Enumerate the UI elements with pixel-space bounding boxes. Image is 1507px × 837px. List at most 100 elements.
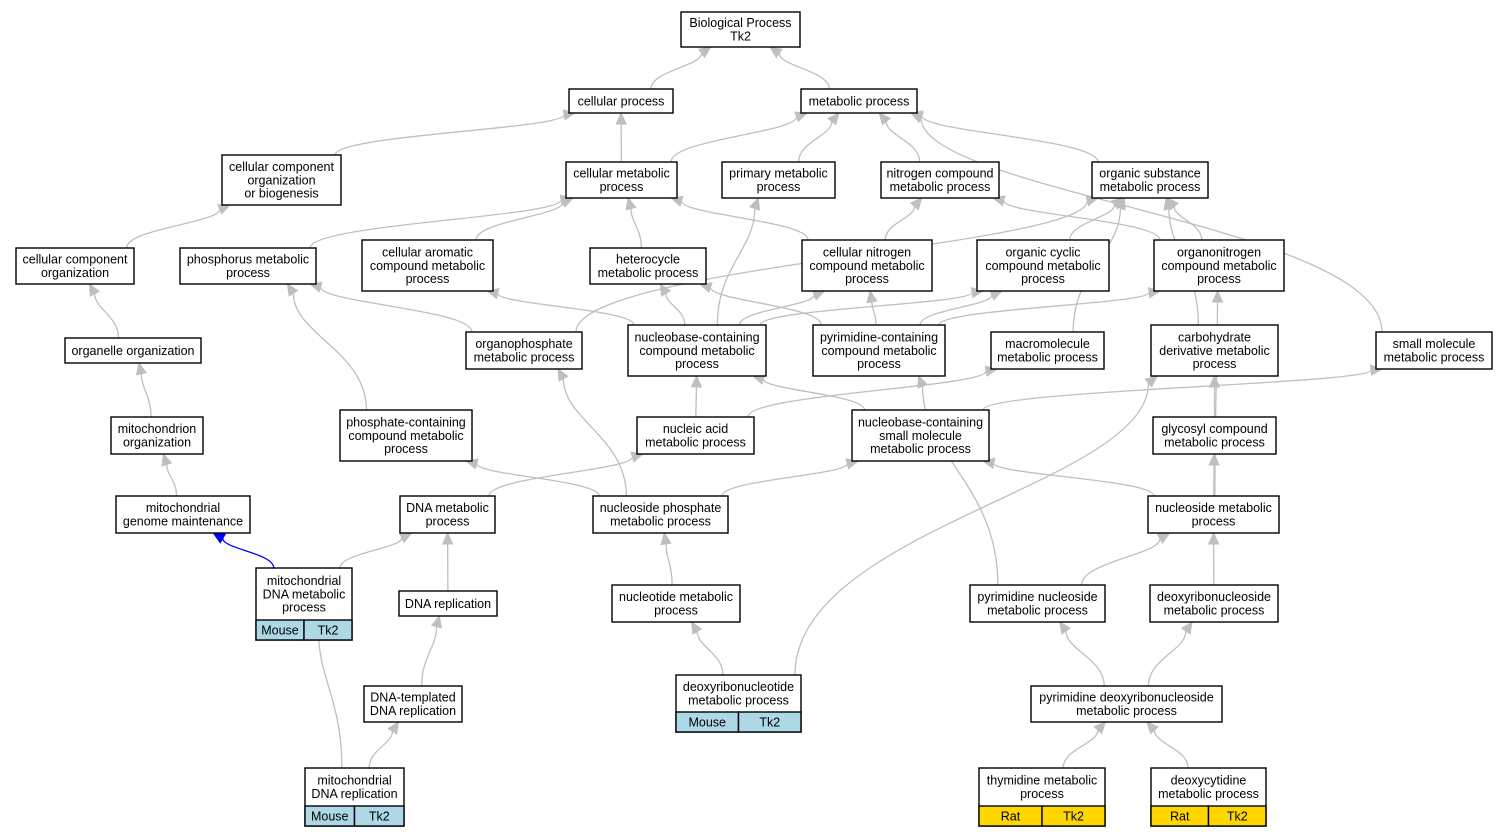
node-label-line: nucleobase-containing bbox=[634, 330, 759, 344]
edge-line bbox=[762, 378, 866, 411]
node-label-line: pyrimidine deoxyribonucleoside bbox=[1039, 691, 1213, 705]
species-cell-label: Mouse bbox=[261, 623, 299, 637]
node-label-line: heterocycle bbox=[616, 253, 680, 267]
node-dna-replication[interactable]: DNA replication bbox=[398, 590, 498, 617]
edge-line bbox=[650, 53, 703, 90]
arrowhead bbox=[878, 112, 892, 126]
node-metabolic-process[interactable]: metabolic process bbox=[800, 88, 918, 114]
node-box bbox=[1152, 416, 1277, 455]
node-label-line: compound metabolic bbox=[348, 429, 463, 443]
edge-line bbox=[140, 373, 152, 418]
edge-line bbox=[797, 121, 833, 163]
arrowhead bbox=[989, 290, 1004, 301]
edge-line bbox=[759, 292, 973, 326]
edge-organonitrogen-to-nitrogen-compound bbox=[991, 195, 1161, 241]
arrowhead bbox=[749, 196, 761, 211]
edge-deoxycytidine-to-pyr-deoxy bbox=[1146, 721, 1189, 769]
node-cellular-process[interactable]: cellular process bbox=[568, 88, 674, 114]
node-label-line: process bbox=[857, 357, 901, 371]
edge-cc-org-to-ccob bbox=[125, 204, 231, 249]
edge-line bbox=[993, 462, 1155, 497]
node-label-line: organonitrogen bbox=[1177, 245, 1261, 259]
edge-line bbox=[94, 293, 120, 339]
edge-cellular-metabolic-to-metabolic-process bbox=[670, 111, 809, 163]
node-organelle-org[interactable]: organelle organization bbox=[64, 337, 202, 364]
node-label-line: process bbox=[1021, 272, 1065, 286]
node-label-line: DNA metabolic bbox=[406, 501, 489, 515]
edge-line bbox=[1173, 206, 1203, 241]
edge-line bbox=[709, 287, 822, 326]
node-label-line: organization bbox=[123, 436, 191, 450]
arrowhead bbox=[387, 720, 400, 735]
arrowhead bbox=[441, 531, 454, 545]
edge-dna-replication-to-dna-metabolic bbox=[441, 531, 454, 592]
arrowhead bbox=[866, 289, 878, 304]
edge-line bbox=[1062, 729, 1099, 769]
node-box bbox=[969, 584, 1106, 623]
gene-cell-label: Tk2 bbox=[369, 809, 390, 823]
node-label-line: metabolic process bbox=[474, 351, 575, 365]
arrowhead bbox=[1180, 621, 1193, 635]
node-box bbox=[880, 161, 1000, 199]
node-box bbox=[110, 416, 204, 455]
node-box bbox=[721, 161, 836, 199]
node-label-line: genome maintenance bbox=[123, 515, 243, 529]
edge-line bbox=[292, 293, 368, 411]
node-box bbox=[680, 11, 801, 48]
node-label-line: cellular component bbox=[229, 160, 334, 174]
node-label-line: process bbox=[675, 357, 719, 371]
node-label-line: metabolic process bbox=[890, 180, 991, 194]
node-label-line: metabolic process bbox=[1158, 787, 1259, 801]
node-label-line: organization bbox=[247, 173, 315, 187]
node-label-line: metabolic process bbox=[1164, 604, 1265, 618]
edge-line bbox=[1147, 631, 1187, 687]
edge-line bbox=[1153, 730, 1189, 769]
node-label-line: metabolic process bbox=[809, 94, 910, 108]
node-pyr-deoxy[interactable]: pyrimidine deoxyribonucleosidemetabolic … bbox=[1030, 685, 1223, 723]
edge-line bbox=[938, 292, 1150, 326]
edge-dna-templated-to-dna-replication bbox=[421, 614, 443, 687]
species-cell-label: Mouse bbox=[688, 715, 726, 729]
edge-line bbox=[665, 543, 673, 586]
node-label-line: compound metabolic bbox=[639, 344, 754, 358]
